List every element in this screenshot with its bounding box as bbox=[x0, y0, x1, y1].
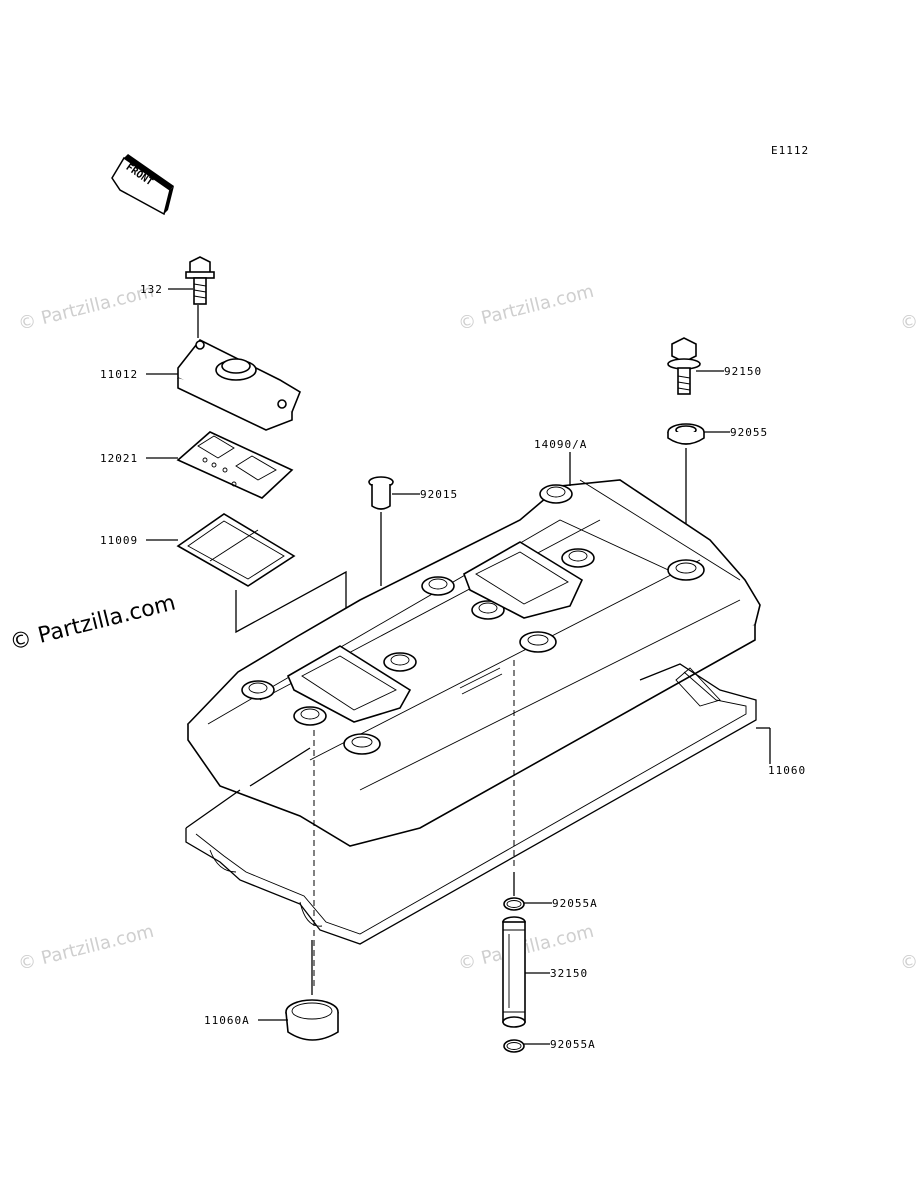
label-92055a-bottom: 92055A bbox=[550, 1038, 596, 1051]
label-11060a: 11060A bbox=[204, 1014, 250, 1027]
seal-11060a bbox=[285, 999, 339, 1041]
breather-cover-11012 bbox=[177, 338, 301, 431]
label-92015: 92015 bbox=[420, 488, 458, 501]
bolt-92150 bbox=[667, 337, 701, 395]
watermark-4: © Partzilla.com bbox=[16, 921, 156, 975]
label-14090a: 14090/A bbox=[534, 438, 587, 451]
label-132: 132 bbox=[140, 283, 163, 296]
label-92055a-top: 92055A bbox=[552, 897, 598, 910]
diagram-code: E1112 bbox=[771, 144, 809, 157]
label-11012: 11012 bbox=[100, 368, 138, 381]
label-11060: 11060 bbox=[768, 764, 806, 777]
label-32150: 32150 bbox=[550, 967, 588, 980]
bolt-132 bbox=[185, 256, 215, 338]
watermark-3: © Partzilla.com bbox=[7, 590, 178, 655]
pipe-32150 bbox=[502, 916, 526, 1028]
oring-92055a-top bbox=[503, 897, 525, 911]
watermark-1: © Partzilla.com bbox=[16, 281, 156, 335]
plate-12021 bbox=[176, 431, 294, 499]
label-92055: 92055 bbox=[730, 426, 768, 439]
label-92150: 92150 bbox=[724, 365, 762, 378]
label-11009: 11009 bbox=[100, 534, 138, 547]
grommet-92015 bbox=[368, 476, 394, 586]
watermark-7: © Partzilla.com bbox=[898, 921, 917, 975]
label-12021: 12021 bbox=[100, 452, 138, 465]
front-arrow-icon: FRONT bbox=[111, 154, 174, 216]
watermark-6: © Partzilla.com bbox=[898, 281, 917, 335]
gasket-11009 bbox=[176, 513, 296, 587]
cylinder-head-cover-14090a bbox=[186, 479, 761, 847]
watermark-2: © Partzilla.com bbox=[456, 281, 596, 335]
oring-92055a-bottom bbox=[503, 1039, 525, 1053]
gasket-11060 bbox=[185, 663, 757, 945]
